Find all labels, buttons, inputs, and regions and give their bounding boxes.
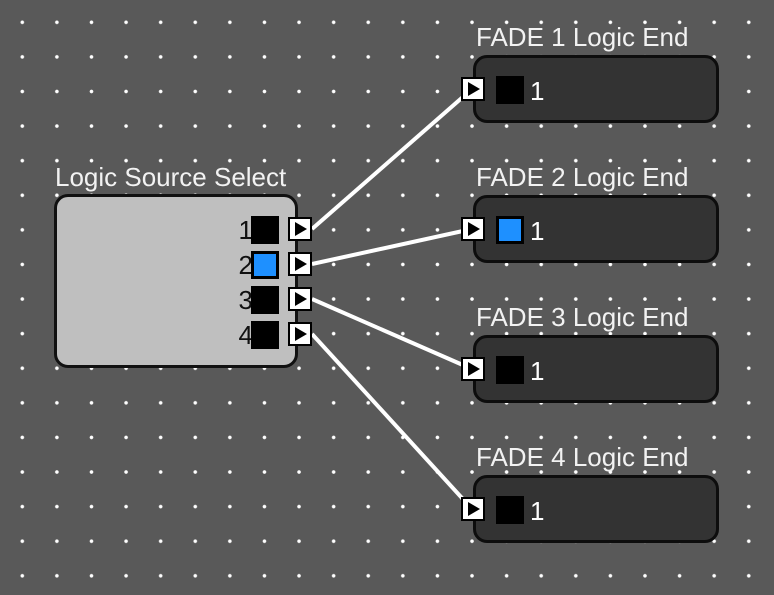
source-output-row-1: 1 xyxy=(57,214,301,246)
fade-1-input-label: 1 xyxy=(530,76,545,106)
fade-3-input-port[interactable] xyxy=(461,357,485,381)
fade-2-logic-end-block[interactable] xyxy=(473,195,719,263)
fade-2-title: FADE 2 Logic End xyxy=(476,162,689,192)
source-output-row-2: 2 xyxy=(57,249,301,281)
source-output-label: 1 xyxy=(238,215,253,245)
source-output-row-4: 4 xyxy=(57,319,301,351)
fade-2-input-port[interactable] xyxy=(461,217,485,241)
wire-4[interactable] xyxy=(310,332,474,511)
source-block-title: Logic Source Select xyxy=(55,162,287,192)
fade-3-input-label: 1 xyxy=(530,356,545,386)
source-output-label: 4 xyxy=(238,320,253,350)
source-output-label: 2 xyxy=(238,250,253,280)
source-output-2-indicator xyxy=(251,251,279,279)
fade-2-input-label: 1 xyxy=(530,216,545,246)
source-output-4-indicator xyxy=(251,321,279,349)
fade-1-input-port[interactable] xyxy=(461,77,485,101)
source-output-port-3[interactable] xyxy=(288,287,312,311)
source-output-port-4[interactable] xyxy=(288,322,312,346)
fade-4-input-label: 1 xyxy=(530,496,545,526)
wire-3[interactable] xyxy=(311,297,473,371)
fade-3-input-indicator xyxy=(496,356,524,384)
fade-4-title: FADE 4 Logic End xyxy=(476,442,689,472)
wire-1[interactable] xyxy=(310,87,474,231)
wire-2[interactable] xyxy=(311,227,473,266)
fade-1-title: FADE 1 Logic End xyxy=(476,22,689,52)
fade-4-input-port[interactable] xyxy=(461,497,485,521)
source-output-3-indicator xyxy=(251,286,279,314)
fade-4-input-indicator xyxy=(496,496,524,524)
fade-2-input-indicator xyxy=(496,216,524,244)
source-output-port-2[interactable] xyxy=(288,252,312,276)
source-output-label: 3 xyxy=(238,285,253,315)
source-output-row-3: 3 xyxy=(57,284,301,316)
source-output-port-1[interactable] xyxy=(288,217,312,241)
fade-1-input-indicator xyxy=(496,76,524,104)
fade-3-title: FADE 3 Logic End xyxy=(476,302,689,332)
source-output-1-indicator xyxy=(251,216,279,244)
